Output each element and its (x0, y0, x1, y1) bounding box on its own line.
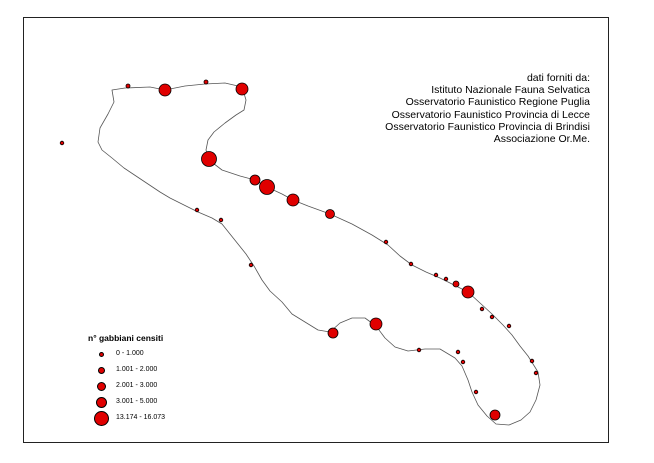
site-marker (203, 79, 209, 85)
site-marker (286, 193, 300, 207)
site-marker (59, 140, 65, 146)
site-marker (249, 174, 261, 186)
credits-source: Osservatorio Faunistico Provincia di Bri… (385, 120, 590, 133)
credits-source: Associazione Or.Me. (493, 133, 590, 146)
legend-label: 3.001 - 5.000 (116, 398, 158, 405)
site-marker (489, 314, 495, 320)
site-marker (455, 349, 461, 355)
site-marker (479, 306, 485, 312)
legend-title: n° gabbiani censiti (88, 333, 164, 343)
legend-symbol (98, 367, 105, 374)
region-outline (97, 82, 541, 426)
site-marker (461, 285, 475, 299)
credits-source: Istituto Nazionale Fauna Selvatica (431, 84, 590, 97)
legend-label: 0 - 1.000 (116, 350, 144, 357)
site-marker (158, 83, 172, 97)
data-credits: dati forniti da: Istituto Nazionale Faun… (385, 72, 590, 145)
site-marker (416, 347, 422, 353)
site-marker (433, 272, 439, 278)
credits-source: Osservatorio Faunistico Provincia di Lec… (391, 108, 590, 121)
legend-label: 1.001 - 2.000 (116, 366, 158, 373)
credits-heading: dati forniti da: (526, 72, 590, 84)
site-marker (408, 261, 414, 267)
site-marker (325, 209, 335, 219)
site-marker (194, 207, 200, 213)
site-marker (533, 370, 539, 376)
site-marker (327, 327, 339, 339)
legend-symbol (97, 382, 106, 391)
legend-class-2: 1.001 - 2.000 (88, 363, 163, 379)
legend-class-3: 2.001 - 3.000 (88, 379, 163, 395)
legend-symbol (94, 411, 109, 426)
site-marker (369, 317, 383, 331)
site-marker (529, 358, 535, 364)
legend-label: 13.174 - 16.073 (116, 414, 166, 421)
site-marker (383, 239, 389, 245)
site-marker (506, 323, 512, 329)
site-marker (218, 217, 224, 223)
map-frame (23, 17, 609, 443)
legend-symbol (96, 397, 107, 408)
legend-label: 2.001 - 3.000 (116, 382, 158, 389)
map-legend: n° gabbiani censiti 0 - 1.000 1.001 - 2.… (88, 333, 166, 427)
site-marker (259, 179, 275, 195)
legend-class-4: 3.001 - 5.000 (88, 395, 163, 411)
site-markers (59, 79, 539, 421)
site-marker (473, 389, 479, 395)
legend-class-1: 0 - 1.000 (88, 347, 163, 363)
site-marker (248, 262, 254, 268)
site-marker (235, 82, 249, 96)
legend-symbol (99, 352, 104, 357)
site-marker (443, 276, 449, 282)
site-marker (201, 151, 217, 167)
site-marker (125, 83, 131, 89)
legend-class-5: 13.174 - 16.073 (88, 411, 166, 427)
site-marker (489, 409, 501, 421)
credits-source: Osservatorio Faunistico Regione Puglia (405, 96, 590, 109)
site-marker (460, 359, 466, 365)
site-marker (452, 280, 460, 288)
